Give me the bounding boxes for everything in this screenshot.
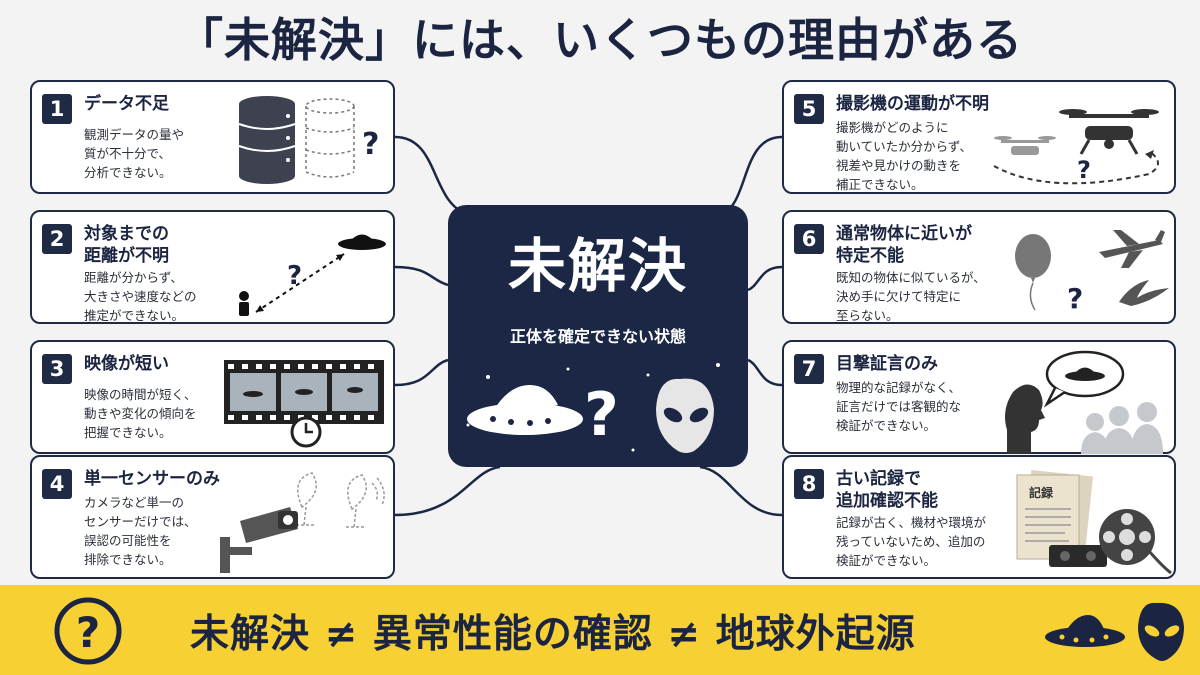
balloon-plane-bird-icon: ?: [1015, 230, 1169, 315]
center-subtitle: 正体を確定できない状態: [509, 327, 686, 346]
witness-icon: [1005, 350, 1163, 454]
drone-icon: ?: [993, 109, 1159, 185]
card-description: 映像の時間が短く、 動きや変化の傾向を 把握できない。: [84, 387, 197, 440]
card-number: 6: [794, 224, 824, 254]
reason-card-5: 5 撮影機の運動が不明 撮影機がどのように 動いていたか分からず、 視差や見かけ…: [782, 80, 1176, 194]
card-number: 4: [42, 469, 72, 499]
question-circle-icon: ?: [54, 597, 122, 665]
reason-card-3: 3 映像が短い 映像の時間が短く、 動きや変化の傾向を 把握できない。: [30, 340, 395, 454]
card-title: 目撃証言のみ: [836, 354, 938, 374]
card-description: カメラなど単一の センサーだけでは、 誤認の可能性を 排除できない。: [84, 495, 197, 567]
card-title: 映像が短い: [84, 354, 169, 374]
banner-ufo-alien-icon: [1045, 602, 1184, 661]
record-label: 記録: [1029, 485, 1054, 500]
card-title: 単一センサーのみ: [84, 469, 220, 489]
card-title: 撮影機の運動が不明: [836, 94, 989, 114]
center-panel: 未解決 正体を確定できない状態 ?: [448, 205, 748, 467]
card-number: 1: [42, 94, 72, 124]
center-illustration: ?: [466, 363, 720, 453]
svg-text:?: ?: [1077, 156, 1091, 184]
question-mark-icon: ?: [584, 380, 619, 450]
card-number: 7: [794, 354, 824, 384]
ufo-icon: [467, 385, 583, 435]
center-title: 未解決: [507, 232, 688, 300]
card-number: 5: [794, 94, 824, 124]
reason-card-6: 6 通常物体に近いが 特定不能 既知の物体に似ているが、 決め手に欠けて特定に …: [782, 210, 1176, 324]
conclusion-banner: ? 未解決 ≠ 異常性能の確認 ≠ 地球外起源: [0, 585, 1200, 675]
database-icon: ?: [238, 96, 379, 184]
reason-card-8: 8 古い記録で 追加確認不能 記録が古く、機材や環境が 残っていないため、追加の…: [782, 455, 1176, 579]
svg-text:?: ?: [287, 261, 302, 291]
alien-icon: [656, 378, 714, 453]
card-description: 既知の物体に似ているが、 決め手に欠けて特定に 至らない。: [836, 270, 986, 323]
card-description: 観測データの量や 質が不十分で、 分析できない。: [84, 127, 185, 180]
security-camera-icon: [220, 472, 385, 573]
card-description: 距離が分からず、 大きさや速度などの 推定ができない。: [84, 270, 197, 323]
reason-card-7: 7 目撃証言のみ 物理的な記録がなく、 証言だけでは客観的な 検証ができない。: [782, 340, 1176, 454]
card-title: 対象までの 距離が不明: [84, 224, 169, 266]
reason-card-4: 4 単一センサーのみ カメラなど単一の センサーだけでは、 誤認の可能性を 排除…: [30, 455, 395, 579]
card-description: 撮影機がどのように 動いていたか分からず、 視差や見かけの動きを 補正できない。: [836, 120, 973, 192]
card-title: 通常物体に近いが 特定不能: [836, 224, 972, 266]
svg-text:?: ?: [1067, 282, 1083, 315]
reason-card-2: 2 対象までの 距離が不明 距離が分からず、 大きさや速度などの 推定ができない…: [30, 210, 395, 324]
reason-card-1: 1 データ不足 観測データの量や 質が不十分で、 分析できない。 ?: [30, 80, 395, 194]
card-description: 物理的な記録がなく、 証言だけでは客観的な 検証ができない。: [836, 380, 962, 433]
page-title: 「未解決」には、いくつもの理由がある: [177, 13, 1023, 67]
conclusion-text: 未解決 ≠ 異常性能の確認 ≠ 地球外起源: [190, 612, 916, 657]
card-title: 古い記録で 追加確認不能: [836, 469, 938, 511]
card-number: 3: [42, 354, 72, 384]
old-records-icon: 記録: [1016, 469, 1172, 575]
card-number: 8: [794, 469, 824, 499]
card-title: データ不足: [84, 94, 169, 114]
svg-text:?: ?: [76, 608, 100, 657]
card-description: 記録が古く、機材や環境が 残っていないため、追加の 検証ができない。: [836, 515, 987, 568]
film-strip-icon: [224, 360, 384, 448]
distance-unknown-icon: ?: [239, 234, 386, 316]
svg-text:?: ?: [362, 127, 379, 162]
card-number: 2: [42, 224, 72, 254]
